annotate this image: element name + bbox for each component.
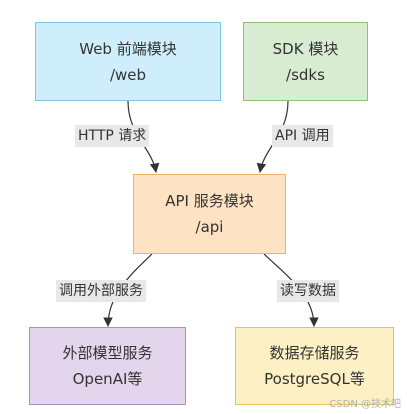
node-web-frontend-path: /web bbox=[109, 65, 147, 84]
node-web-frontend: Web 前端模块 /web bbox=[35, 22, 221, 101]
node-sdk-title: SDK 模块 bbox=[272, 39, 339, 58]
node-api-service: API 服务模块 /api bbox=[133, 174, 286, 254]
node-external-model-title: 外部模型服务 bbox=[62, 344, 153, 362]
node-web-frontend-title: Web 前端模块 bbox=[79, 39, 177, 58]
node-api-service-title: API 服务模块 bbox=[165, 192, 254, 210]
node-external-model: 外部模型服务 OpenAI等 bbox=[29, 327, 186, 405]
node-data-storage: 数据存储服务 PostgreSQL等 bbox=[235, 327, 394, 405]
node-sdk-path: /sdks bbox=[286, 65, 325, 84]
node-data-storage-title: 数据存储服务 bbox=[269, 344, 360, 362]
edge-label-http-request: HTTP 请求 bbox=[75, 125, 150, 147]
node-api-service-path: /api bbox=[195, 218, 224, 236]
edge-label-call-external: 调用外部服务 bbox=[56, 280, 146, 302]
node-data-storage-path: PostgreSQL等 bbox=[264, 370, 365, 388]
edge-label-read-write: 读写数据 bbox=[277, 280, 339, 302]
edge-label-api-call: API 调用 bbox=[272, 125, 333, 147]
watermark: CSDN @技术吧 bbox=[329, 399, 401, 410]
node-external-model-path: OpenAI等 bbox=[72, 370, 143, 388]
node-sdk: SDK 模块 /sdks bbox=[243, 22, 368, 101]
